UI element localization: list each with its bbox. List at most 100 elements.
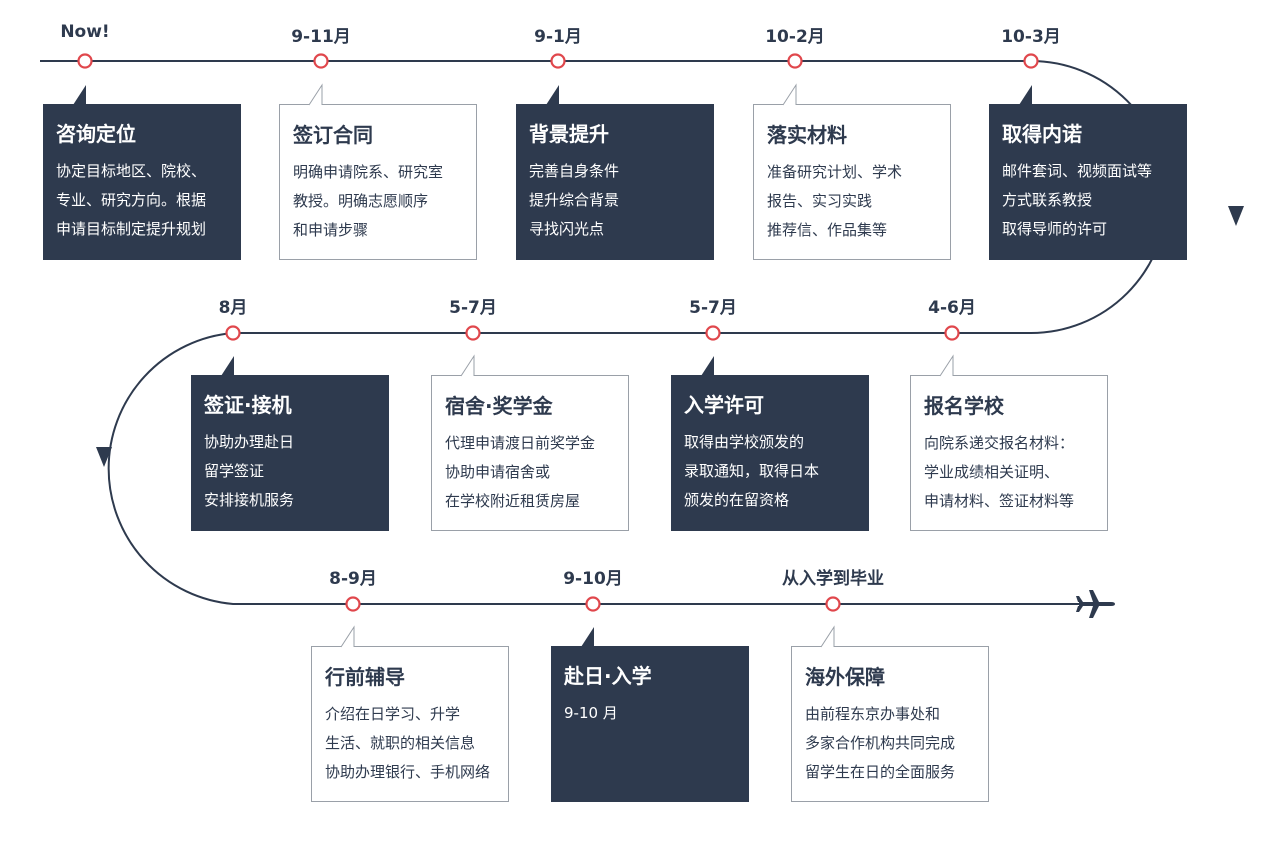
step-card-r1-s5: 取得内诺邮件套词、视频面试等方式联系教授取得导师的许可: [989, 104, 1187, 260]
step-card-r2-s1: 签证·接机协助办理赴日留学签证安排接机服务: [191, 375, 389, 531]
step-card-r3-s1: 行前辅导介绍在日学习、升学生活、就职的相关信息协助办理银行、手机网络: [311, 646, 509, 802]
step-description-line: 学业成绩相关证明、: [924, 463, 1060, 481]
timeline-dot-r2-s4: [944, 325, 960, 341]
timeline-dot-r1-s3: [550, 53, 566, 69]
step-description-line: 寻找闪光点: [529, 220, 605, 238]
bubble-tail-r3-s2: [581, 627, 594, 647]
step-title: 报名学校: [924, 394, 1004, 418]
step-date-r3-s1: 8-9月: [329, 569, 377, 589]
step-title: 咨询定位: [56, 122, 136, 146]
step-date-r3-s3: 从入学到毕业: [782, 569, 884, 589]
step-description-line: 协定目标地区、院校、: [56, 162, 207, 180]
step-title: 行前辅导: [325, 665, 405, 689]
step-description-line: 向院系递交报名材料：: [924, 434, 1075, 452]
timeline-dot-r1-s5: [1023, 53, 1039, 69]
step-date-r1-s2: 9-11月: [291, 27, 351, 47]
step-title: 签订合同: [293, 123, 373, 147]
step-description-line: 申请材料、签证材料等: [924, 492, 1075, 510]
step-date-r3-s2: 9-10月: [563, 569, 623, 589]
bubble-tail-r1-s4: [782, 83, 797, 106]
step-description-line: 推荐信、作品集等: [767, 221, 888, 239]
airplane-icon: [1076, 590, 1115, 618]
step-description-line: 方式联系教授: [1002, 191, 1093, 209]
step-description-line: 在学校附近租赁房屋: [445, 492, 581, 510]
timeline-dot-r3-s2: [585, 596, 601, 612]
timeline-dot-r2-s3: [705, 325, 721, 341]
timeline-dot-r1-s2: [313, 53, 329, 69]
step-date-r2-s3: 5-7月: [689, 298, 737, 318]
step-description-line: 取得由学校颁发的: [684, 433, 805, 451]
step-date-r1-s5: 10-3月: [1001, 27, 1061, 47]
bubble-tail-r2-s3: [701, 356, 714, 376]
step-title: 落实材料: [767, 123, 847, 147]
step-date-r2-s1: 8月: [218, 298, 248, 318]
step-description-line: 协助办理银行、手机网络: [325, 763, 491, 781]
step-description-line: 录取通知，取得日本: [684, 462, 820, 480]
step-description-line: 由前程东京办事处和: [805, 705, 941, 723]
step-description-line: 协助办理赴日: [204, 433, 295, 451]
step-card-r2-s3: 入学许可取得由学校颁发的录取通知，取得日本颁发的在留资格: [671, 375, 869, 531]
step-title: 海外保障: [805, 665, 885, 689]
step-description-line: 专业、研究方向。根据: [56, 191, 207, 209]
arrow-left-curve-icon: [96, 447, 112, 467]
step-date-r1-s1: Now!: [60, 22, 110, 42]
step-description-line: 教授。明确志愿顺序: [293, 192, 429, 210]
timeline-dot-r1-s4: [787, 53, 803, 69]
step-description-line: 留学生在日的全面服务: [805, 763, 956, 781]
step-description-line: 准备研究计划、学术: [767, 163, 903, 181]
step-description-line: 提升综合背景: [529, 191, 620, 209]
step-title: 签证·接机: [204, 393, 292, 417]
bubble-tail-r1-s1: [73, 85, 86, 105]
step-card-r3-s2: 赴日·入学 9-10 月: [551, 646, 749, 802]
step-date-r2-s2: 5-7月: [449, 298, 497, 318]
step-description-line: 9-10 月: [564, 704, 618, 722]
step-card-r1-s2: 签订合同明确申请院系、研究室教授。明确志愿顺序和申请步骤: [279, 104, 477, 260]
step-date-r1-s4: 10-2月: [765, 27, 825, 47]
step-description-line: 代理申请渡日前奖学金: [445, 434, 596, 452]
step-description-line: 报告、实习实践: [767, 192, 873, 210]
timeline-dots: [77, 53, 1039, 612]
step-title: 取得内诺: [1002, 122, 1082, 146]
timeline-dot-r1-s1: [77, 53, 93, 69]
bubble-tail-r1-s2: [308, 83, 323, 106]
step-description-line: 邮件套词、视频面试等: [1002, 162, 1153, 180]
bubble-tail-r3-s3: [820, 625, 835, 648]
step-description-line: 取得导师的许可: [1002, 220, 1108, 238]
bubble-tail-r1-s3: [546, 85, 559, 105]
step-description-line: 完善自身条件: [529, 162, 620, 180]
timeline-dot-r2-s2: [465, 325, 481, 341]
step-card-r1-s3: 背景提升完善自身条件提升综合背景寻找闪光点: [516, 104, 714, 260]
step-title: 入学许可: [684, 393, 764, 417]
bubble-tail-r3-s1: [340, 625, 355, 648]
timeline-dot-r2-s1: [225, 325, 241, 341]
step-description-line: 颁发的在留资格: [684, 491, 790, 509]
step-card-r3-s3: 海外保障由前程东京办事处和多家合作机构共同完成留学生在日的全面服务: [791, 646, 989, 802]
step-card-r2-s2: 宿舍·奖学金代理申请渡日前奖学金协助申请宿舍或在学校附近租赁房屋: [431, 375, 629, 531]
step-description-line: 安排接机服务: [204, 491, 295, 509]
step-description-line: 留学签证: [204, 462, 265, 480]
bubble-tail-r1-s5: [1019, 85, 1032, 105]
arrow-right-curve-icon: [1228, 206, 1244, 226]
step-description-line: 多家合作机构共同完成: [805, 734, 956, 752]
step-card-r1-s1: 咨询定位协定目标地区、院校、专业、研究方向。根据申请目标制定提升规划: [43, 104, 241, 260]
timeline-dot-r3-s1: [345, 596, 361, 612]
step-description-line: 生活、就职的相关信息: [325, 734, 476, 752]
track-row-2: [107, 332, 1098, 605]
step-card-r2-s4: 报名学校向院系递交报名材料： 学业成绩相关证明、申请材料、签证材料等: [910, 375, 1108, 531]
step-description-line: 协助申请宿舍或: [445, 463, 551, 481]
bubble-tail-r2-s2: [460, 354, 475, 377]
step-date-r2-s4: 4-6月: [928, 298, 976, 318]
step-description-line: 介绍在日学习、升学: [325, 705, 461, 723]
step-card-r1-s4: 落实材料准备研究计划、学术报告、实习实践推荐信、作品集等: [753, 104, 951, 260]
timeline-dot-r3-s3: [825, 596, 841, 612]
step-title: 宿舍·奖学金: [445, 394, 553, 418]
bubble-tail-r2-s1: [221, 356, 234, 376]
step-title: 赴日·入学: [564, 664, 652, 688]
step-description-line: 明确申请院系、研究室: [293, 163, 444, 181]
step-description-line: 申请目标制定提升规划: [56, 220, 207, 238]
step-description-line: 和申请步骤: [293, 221, 369, 239]
bubble-tail-r2-s4: [939, 354, 954, 377]
step-title: 背景提升: [529, 122, 609, 146]
